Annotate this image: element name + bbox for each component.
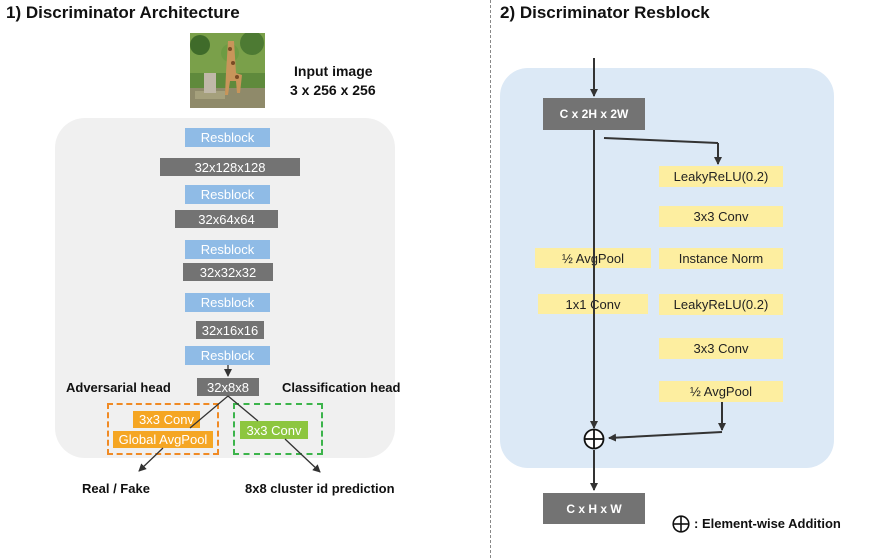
tensor-2: 32x64x64: [175, 210, 278, 228]
tensor-1: 32x128x128: [160, 158, 300, 176]
input-image: [190, 33, 265, 108]
main-instance-norm: Instance Norm: [659, 248, 783, 269]
legend-sum-icon: [672, 515, 690, 533]
main-leakyrelu-1: LeakyReLU(0.2): [659, 166, 783, 187]
classification-head-frame: [233, 403, 323, 455]
resblock-2: Resblock: [185, 185, 270, 204]
main-avgpool: ½ AvgPool: [659, 381, 783, 402]
classification-output: 8x8 cluster id prediction: [245, 481, 395, 496]
resblock-input: C x 2H x 2W: [543, 98, 645, 130]
divider: [490, 0, 491, 558]
resblock-output: C x H x W: [543, 493, 645, 524]
sum-icon: [583, 428, 605, 450]
adversarial-head-frame: [107, 403, 219, 455]
classification-conv: 3x3 Conv: [240, 421, 308, 439]
resblock-4: Resblock: [185, 293, 270, 312]
input-label-line2: 3 x 256 x 256: [290, 82, 376, 98]
resblock-5: Resblock: [185, 346, 270, 365]
resblock-1: Resblock: [185, 128, 270, 147]
legend-text: : Element-wise Addition: [694, 516, 841, 531]
adversarial-output: Real / Fake: [82, 481, 150, 496]
classification-head-title: Classification head: [282, 380, 401, 395]
tensor-3: 32x32x32: [183, 263, 273, 281]
right-title: 2) Discriminator Resblock: [500, 3, 710, 22]
adversarial-pool: Global AvgPool: [113, 431, 213, 448]
left-title: 1) Discriminator Architecture: [6, 3, 240, 22]
main-conv-1: 3x3 Conv: [659, 206, 783, 227]
input-label-line1: Input image: [294, 63, 373, 79]
main-conv-2: 3x3 Conv: [659, 338, 783, 359]
resblock-3: Resblock: [185, 240, 270, 259]
tensor-5: 32x8x8: [197, 378, 259, 396]
adversarial-conv: 3x3 Conv: [133, 411, 200, 428]
tensor-4: 32x16x16: [196, 321, 264, 339]
adversarial-head-title: Adversarial head: [66, 380, 171, 395]
main-leakyrelu-2: LeakyReLU(0.2): [659, 294, 783, 315]
